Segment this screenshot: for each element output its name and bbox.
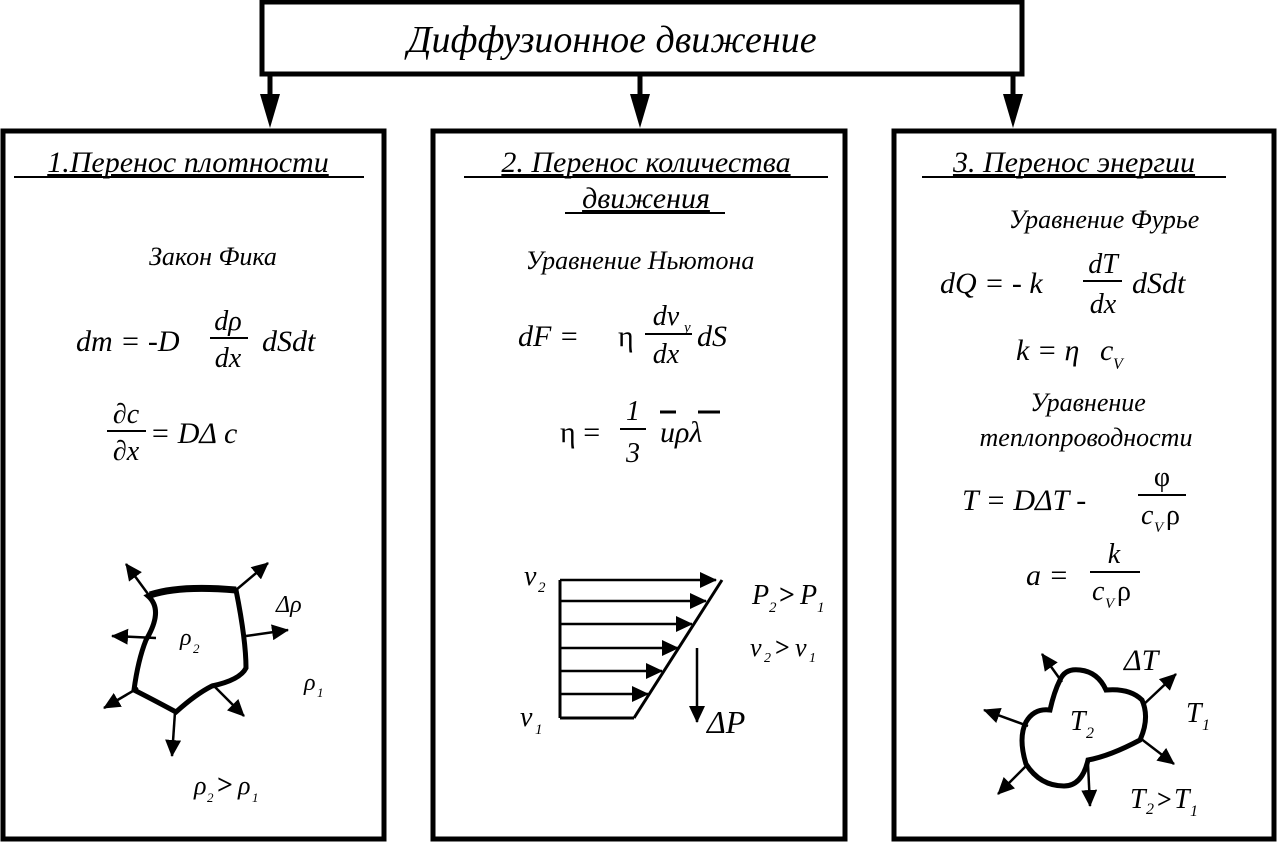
fraction-numerator: k: [1108, 539, 1121, 570]
fraction-numerator: φ: [1154, 462, 1170, 493]
temperature-relation-op: >: [1157, 785, 1172, 814]
equation-rhs: dS: [697, 320, 727, 353]
equation-lhs: T = DΔT -: [962, 484, 1086, 517]
velocity-relation-b: v: [795, 633, 807, 662]
svg-text:2: 2: [769, 600, 777, 616]
outer-temperature-label: T: [1186, 698, 1204, 729]
svg-text:V: V: [1154, 520, 1165, 536]
fraction-numerator: dT: [1088, 249, 1120, 280]
pressure-drop-label: ΔP: [705, 704, 745, 740]
density-relation-op: >: [217, 770, 233, 801]
equation-lhs: dm = -D: [76, 325, 180, 358]
flux-arrows: [103, 562, 289, 757]
svg-text:ρ: ρ: [1166, 500, 1180, 531]
viscosity-symbol: η: [618, 320, 634, 353]
fraction-denominator: dx: [1090, 289, 1117, 320]
density-relation-b: ρ: [237, 771, 250, 800]
title-connectors: [267, 74, 1016, 96]
svg-text:2: 2: [538, 580, 546, 596]
panel-momentum-transfer: 2. Перенос количества движения Уравнение…: [430, 128, 848, 842]
panel-energy-transfer: 3. Перенос энергии Уравнение Фурье dQ = …: [891, 128, 1277, 842]
svg-text:2: 2: [1146, 801, 1154, 818]
svg-text:1: 1: [817, 600, 825, 616]
law-name: Уравнение Фурье: [1009, 205, 1200, 234]
temperature-relation-a: T: [1130, 784, 1148, 815]
equation-rhs: uρλ: [660, 416, 702, 449]
equation-lhs: k = η: [1016, 334, 1079, 367]
equation-rhs: dSdt: [1132, 267, 1186, 300]
outer-density-label: ρ: [303, 670, 316, 696]
panel-density-transfer: 1.Перенос плотности Закон Фика dm = -D d…: [0, 128, 387, 842]
heat-flux-arrows: [983, 653, 1177, 807]
fraction-denominator: 3: [625, 438, 640, 469]
bottom-velocity-label: v: [520, 702, 533, 733]
equation-lhs: a =: [1026, 559, 1069, 592]
equation-rhs: dSdt: [262, 325, 316, 358]
svg-text:V: V: [1105, 596, 1116, 612]
svg-text:1: 1: [1202, 717, 1210, 734]
svg-text:1: 1: [317, 685, 324, 700]
density-blob-outline: [131, 586, 249, 716]
fraction-denominator: ∂x: [113, 436, 140, 467]
panel-heading: 3. Перенос энергии: [952, 146, 1195, 179]
arrow-down-icon: [1003, 94, 1023, 128]
panel-heading-line1: 2. Перенос количества: [501, 146, 790, 179]
heat-capacity-symbol: c: [1100, 334, 1113, 367]
svg-text:1: 1: [535, 722, 543, 738]
arrow-down-icon: [630, 94, 650, 128]
equation-lhs: η =: [560, 416, 600, 449]
svg-text:V: V: [1113, 356, 1125, 373]
velocity-profile: [558, 572, 724, 723]
svg-text:1: 1: [809, 651, 816, 666]
inner-density-label: ρ: [179, 625, 192, 651]
pressure-relation-b: P: [799, 580, 817, 611]
svg-text:2: 2: [207, 790, 214, 805]
fraction-numerator: dv: [653, 301, 680, 332]
top-velocity-label: v: [524, 561, 537, 592]
equation-lhs: dF =: [518, 320, 579, 353]
velocity-relation-a: v: [750, 633, 762, 662]
fraction-denominator: dx: [653, 339, 680, 370]
density-relation-a: ρ: [193, 771, 206, 800]
diagram-title: Диффузионное движение: [404, 19, 816, 61]
equation-lhs: dQ = - k: [940, 267, 1043, 300]
svg-text:2: 2: [764, 651, 771, 666]
inner-temperature-label: T: [1070, 706, 1088, 737]
pressure-relation-op: >: [779, 580, 795, 611]
law-name-line2: теплопроводности: [980, 423, 1193, 452]
pressure-relation-a: P: [751, 580, 769, 611]
law-name: Закон Фика: [149, 242, 277, 271]
law-name-line1: Уравнение: [1030, 388, 1146, 417]
title-box: [259, 0, 1025, 77]
svg-text:ρ: ρ: [1117, 576, 1131, 607]
fraction-numerator: ∂c: [113, 399, 140, 430]
connector-arrowheads: [260, 94, 1023, 128]
panel-heading: 1.Перенос плотности: [47, 146, 328, 179]
temperature-relation-b: T: [1174, 784, 1192, 815]
panel-heading-line2: движения: [582, 182, 710, 215]
fraction-numerator: 1: [626, 396, 640, 427]
fraction-numerator: dρ: [214, 306, 241, 337]
temperature-gradient-label: ΔT: [1123, 644, 1161, 677]
law-name: Уравнение Ньютона: [526, 246, 755, 275]
svg-text:y: y: [682, 320, 691, 336]
equation-rhs: = DΔ c: [150, 417, 237, 450]
svg-text:2: 2: [193, 641, 200, 656]
velocity-relation-op: >: [775, 633, 790, 662]
svg-text:c: c: [1092, 576, 1105, 607]
svg-text:c: c: [1141, 500, 1154, 531]
arrow-down-icon: [260, 94, 280, 128]
svg-text:1: 1: [252, 790, 259, 805]
fraction-denominator: dx: [215, 343, 242, 374]
density-gradient-label: Δρ: [275, 592, 302, 618]
svg-text:2: 2: [1086, 725, 1094, 742]
heat-blob-outline: [1019, 667, 1148, 789]
svg-text:1: 1: [1190, 803, 1198, 820]
